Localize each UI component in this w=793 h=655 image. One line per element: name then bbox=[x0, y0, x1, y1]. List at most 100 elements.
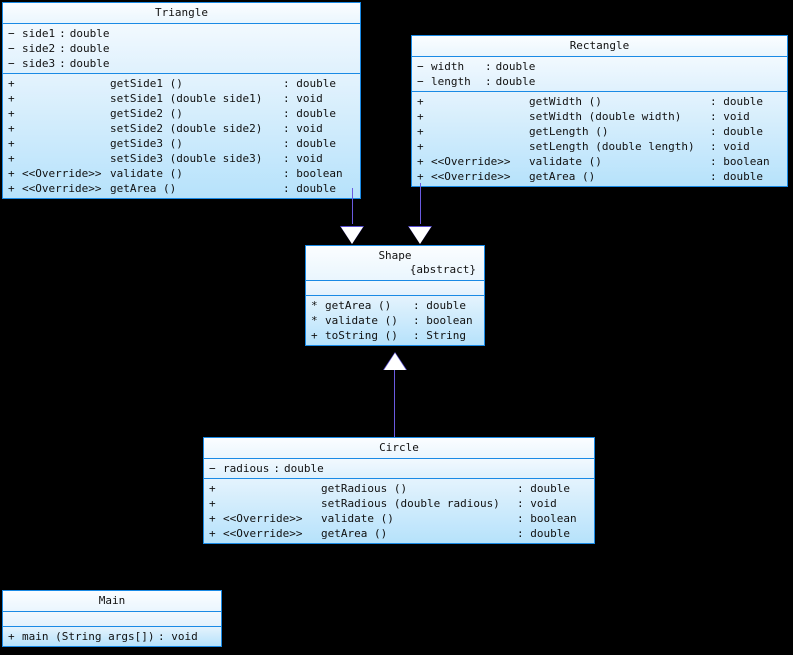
method-signature: getSide3 () bbox=[110, 137, 183, 150]
attribute-type: double bbox=[69, 57, 110, 70]
methods-compartment-main: + main (String args[]) : void bbox=[3, 627, 221, 646]
visibility-marker: + bbox=[8, 107, 15, 120]
stereotype bbox=[22, 106, 110, 121]
attribute-type: double bbox=[69, 27, 110, 40]
method-return-type: : double bbox=[283, 137, 336, 150]
method-signature: getArea () bbox=[110, 182, 177, 195]
attribute-name: side3 bbox=[22, 57, 56, 70]
method-row: + setLength (double length) : void bbox=[412, 139, 787, 154]
visibility-marker: + bbox=[417, 155, 424, 168]
connector-triangle-to-shape bbox=[352, 188, 353, 224]
separator: : bbox=[273, 462, 280, 475]
stereotype bbox=[223, 481, 321, 496]
class-name: Triangle bbox=[155, 6, 208, 19]
visibility-marker: − bbox=[8, 42, 15, 55]
methods-compartment-rectangle: + getWidth () : double + setWidth (doubl… bbox=[412, 92, 787, 186]
connector-rectangle-to-shape bbox=[420, 183, 421, 224]
method-signature: getSide2 () bbox=[110, 107, 183, 120]
method-return-type: : void bbox=[283, 92, 323, 105]
visibility-marker: + bbox=[8, 182, 15, 195]
method-row: + getWidth () : double bbox=[412, 94, 787, 109]
method-signature: setSide3 (double side3) bbox=[110, 152, 263, 165]
stereotype: <<Override>> bbox=[223, 512, 303, 525]
method-signature: getSide1 () bbox=[110, 77, 183, 90]
visibility-marker: + bbox=[8, 77, 15, 90]
visibility-marker: − bbox=[417, 75, 424, 88]
method-return-type: : double bbox=[710, 95, 763, 108]
method-signature: toString () bbox=[325, 329, 398, 342]
method-return-type: : String bbox=[413, 329, 466, 342]
separator: : bbox=[59, 27, 66, 40]
method-signature: getLength () bbox=[529, 125, 609, 138]
method-return-type: : double bbox=[283, 107, 336, 120]
inheritance-arrowhead-triangle-fill bbox=[341, 227, 363, 244]
visibility-marker: + bbox=[417, 170, 424, 183]
separator: : bbox=[59, 42, 66, 55]
method-row: + setWidth (double width) : void bbox=[412, 109, 787, 124]
attributes-compartment-shape bbox=[306, 281, 484, 296]
attribute-type: double bbox=[283, 462, 324, 475]
attributes-compartment-triangle: − side1 : double − side2 : double − side… bbox=[3, 24, 360, 74]
stereotype bbox=[22, 151, 110, 166]
method-signature: setLength (double length) bbox=[529, 140, 695, 153]
visibility-marker: − bbox=[8, 27, 15, 40]
uml-class-main[interactable]: Main + main (String args[]) : void bbox=[2, 590, 222, 647]
visibility-marker: + bbox=[417, 95, 424, 108]
method-return-type: : double bbox=[283, 77, 336, 90]
connector-circle-to-shape bbox=[394, 369, 395, 437]
method-return-type: : void bbox=[710, 110, 750, 123]
stereotype: <<Override>> bbox=[223, 527, 303, 540]
stereotype bbox=[22, 91, 110, 106]
visibility-marker: + bbox=[8, 630, 15, 643]
method-signature: getArea () bbox=[529, 170, 596, 183]
method-return-type: : void bbox=[158, 630, 198, 643]
attribute-row: − side3 : double bbox=[3, 56, 360, 71]
method-return-type: : void bbox=[517, 497, 557, 510]
class-name: Shape bbox=[378, 249, 412, 262]
method-row: + <<Override>> getArea () : double bbox=[3, 181, 360, 196]
method-row: + <<Override>> getArea () : double bbox=[412, 169, 787, 184]
uml-class-triangle[interactable]: Triangle − side1 : double − side2 : doub… bbox=[2, 2, 361, 199]
uml-class-shape[interactable]: Shape {abstract} * getArea () : double *… bbox=[305, 245, 485, 346]
visibility-marker: − bbox=[8, 57, 15, 70]
method-row: * getArea () : double bbox=[306, 298, 484, 313]
uml-class-circle[interactable]: Circle − radious : double + getRadious (… bbox=[203, 437, 595, 544]
class-name: Main bbox=[98, 594, 126, 607]
attribute-name: length bbox=[431, 75, 471, 88]
visibility-marker: + bbox=[209, 482, 216, 495]
stereotype bbox=[22, 136, 110, 151]
method-return-type: : double bbox=[517, 482, 570, 495]
method-signature: setWidth (double width) bbox=[529, 110, 682, 123]
method-signature: getArea () bbox=[321, 527, 388, 540]
visibility-marker: + bbox=[209, 527, 216, 540]
attribute-row: − side1 : double bbox=[3, 26, 360, 41]
stereotype bbox=[223, 496, 321, 511]
separator: : bbox=[59, 57, 66, 70]
attribute-row: − width : double bbox=[412, 59, 787, 74]
visibility-marker: + bbox=[417, 140, 424, 153]
attribute-type: double bbox=[69, 42, 110, 55]
stereotype: <<Override>> bbox=[431, 170, 511, 183]
visibility-marker: * bbox=[311, 299, 318, 312]
method-row: + main (String args[]) : void bbox=[3, 629, 221, 644]
method-return-type: : double bbox=[413, 299, 466, 312]
method-signature: main (String args[]) bbox=[22, 630, 155, 643]
method-signature: validate () bbox=[529, 155, 602, 168]
method-row: + getSide3 () : double bbox=[3, 136, 360, 151]
attribute-type: double bbox=[495, 75, 536, 88]
stereotype bbox=[431, 94, 529, 109]
visibility-marker: + bbox=[8, 137, 15, 150]
method-signature: getRadious () bbox=[321, 482, 408, 495]
stereotype bbox=[22, 121, 110, 136]
visibility-marker: + bbox=[417, 125, 424, 138]
attribute-row: − length : double bbox=[412, 74, 787, 89]
method-return-type: : boolean bbox=[517, 512, 577, 525]
uml-class-rectangle[interactable]: Rectangle − width : double − length : do… bbox=[411, 35, 788, 187]
class-title-rectangle: Rectangle bbox=[412, 36, 787, 57]
visibility-marker: + bbox=[209, 512, 216, 525]
method-row: + <<Override>> getArea () : double bbox=[204, 526, 594, 541]
visibility-marker: − bbox=[417, 60, 424, 73]
visibility-marker: − bbox=[209, 462, 216, 475]
abstract-modifier: {abstract} bbox=[409, 263, 476, 276]
method-signature: getArea () bbox=[325, 299, 392, 312]
